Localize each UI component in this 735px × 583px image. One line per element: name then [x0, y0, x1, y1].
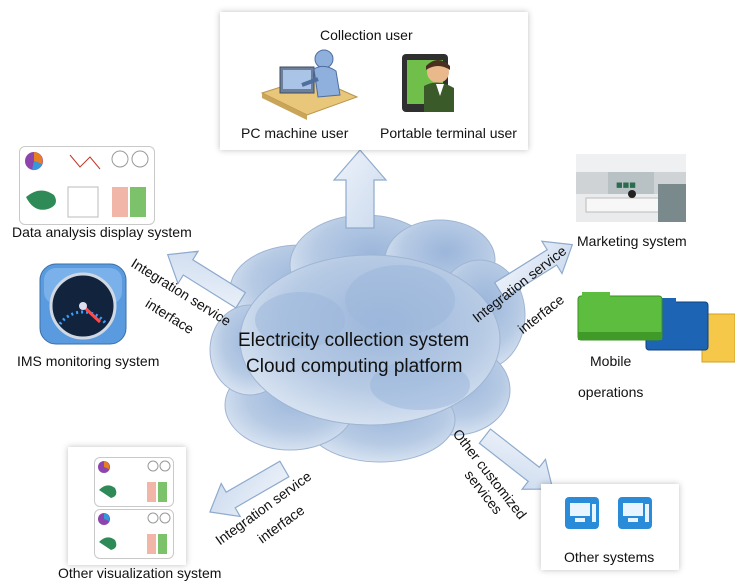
portable-terminal-icon: [402, 54, 454, 112]
marketing-photo: ■■■: [576, 154, 686, 222]
data-analysis-thumbnail: [19, 146, 155, 225]
arrow-up: [332, 149, 388, 229]
dashboard-mini-graphic: [98, 460, 171, 502]
visualization-thumb-2: [94, 509, 174, 559]
arrow-lower-left: [209, 460, 290, 518]
cloud-inner-puffs: [255, 265, 470, 410]
dashboard-mini-graphic: [98, 512, 171, 554]
computer-icon: [618, 497, 652, 529]
svg-text:■■■: ■■■: [616, 181, 636, 189]
ims-label: IMS monitoring system: [17, 353, 160, 369]
other-systems-label: Other systems: [564, 549, 655, 565]
data-analysis-label: Data analysis display system: [12, 224, 192, 240]
portable-user-label: Portable terminal user: [380, 125, 517, 141]
arrow-upper-left: [166, 250, 247, 309]
center-title-line1: Electricity collection system: [238, 330, 470, 351]
computer-icon: [565, 497, 599, 529]
visualization-thumb-1: [94, 457, 174, 507]
arrow-upper-right: [493, 240, 574, 299]
other-visualization-panel: [68, 447, 186, 565]
other-visualization-label: Other visualization system: [58, 565, 222, 581]
pc-user-icon: [260, 49, 359, 120]
collection-user-panel: [220, 12, 528, 150]
arrow-lower-right: [478, 428, 554, 490]
ims-gauge-icon: [39, 263, 127, 345]
center-title-line2: Cloud computing platform: [246, 356, 463, 377]
marketing-label: Marketing system: [577, 233, 687, 249]
dashboard-mini-graphic: [25, 150, 149, 218]
pc-user-label: PC machine user: [241, 125, 349, 141]
mobile-folders-icon: [577, 292, 735, 363]
mobile-label-line1: Mobile: [590, 353, 632, 369]
collection-user-title: Collection user: [320, 27, 413, 43]
mobile-label-line2: operations: [578, 384, 644, 400]
other-systems-panel: [541, 484, 679, 570]
